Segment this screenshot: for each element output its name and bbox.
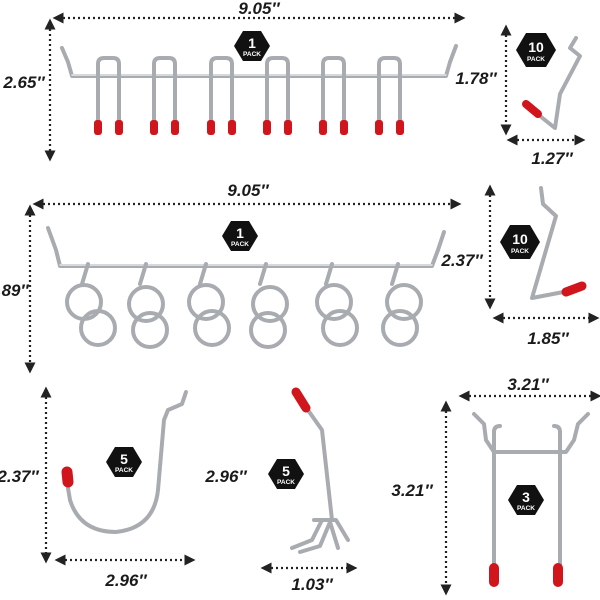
svg-text:PACK: PACK — [243, 51, 261, 58]
svg-text:5: 5 — [282, 463, 290, 479]
svg-text:PACK: PACK — [517, 505, 535, 512]
height-label: 2.65″ — [2, 73, 45, 92]
width-label: 1.27″ — [531, 149, 573, 168]
single-curved-hook-large: 2.37″ 1.85″ 10 PACK — [440, 184, 600, 348]
svg-text:PACK: PACK — [511, 248, 529, 255]
height-label: 2.37″ — [440, 251, 483, 270]
svg-text:10: 10 — [528, 39, 544, 55]
angled-tool-hook: 1.03″ 2.96″ 5 PACK — [204, 387, 358, 594]
height-label: 2.96″ — [204, 467, 247, 486]
pack-badge: 1 PACK — [222, 221, 258, 251]
ring-hook-bar: 9.05″ 1.89″ 1 PACK — [0, 181, 462, 374]
j-hook: 2.37″ 2.96″ 5 PACK — [0, 386, 196, 590]
pack-badge: 3 PACK — [508, 485, 544, 515]
pack-badge: 5 PACK — [268, 459, 304, 489]
red-tips — [94, 120, 404, 135]
width-label: 9.05″ — [227, 181, 269, 200]
svg-text:10: 10 — [512, 231, 528, 247]
pack-badge: 10 PACK — [500, 225, 540, 259]
height-label: 2.37″ — [0, 467, 39, 486]
height-label: 1.78″ — [455, 69, 497, 88]
width-label: 1.85″ — [527, 329, 569, 348]
pack-badge: 5 PACK — [106, 447, 142, 477]
width-label: 3.21″ — [507, 375, 549, 394]
multi-hook-bar: 9.05″ 2.65″ 1 PACK — [2, 0, 466, 162]
svg-text:3: 3 — [522, 489, 530, 505]
ring-hooks — [65, 262, 423, 349]
svg-text:1: 1 — [248, 35, 256, 51]
svg-text:PACK: PACK — [527, 56, 545, 63]
height-label: 3.21″ — [391, 481, 433, 500]
pack-badge: 10 PACK — [516, 33, 556, 67]
svg-text:PACK: PACK — [231, 241, 249, 248]
svg-text:5: 5 — [120, 451, 128, 467]
width-label: 2.96″ — [104, 571, 147, 590]
svg-text:PACK: PACK — [277, 479, 295, 486]
width-label: 9.05″ — [238, 0, 280, 18]
height-label: 1.89″ — [0, 281, 29, 300]
double-prong-hook: 3.21″ 3.21″ 3 PACK — [391, 375, 600, 596]
svg-text:1: 1 — [236, 225, 244, 241]
pack-badge: 1 PACK — [234, 31, 270, 61]
hook-pair-group — [96, 56, 402, 130]
width-label: 1.03″ — [291, 575, 333, 594]
single-curved-hook-small: 1.78″ 1.27″ 10 PACK — [455, 24, 586, 168]
svg-text:PACK: PACK — [115, 467, 133, 474]
